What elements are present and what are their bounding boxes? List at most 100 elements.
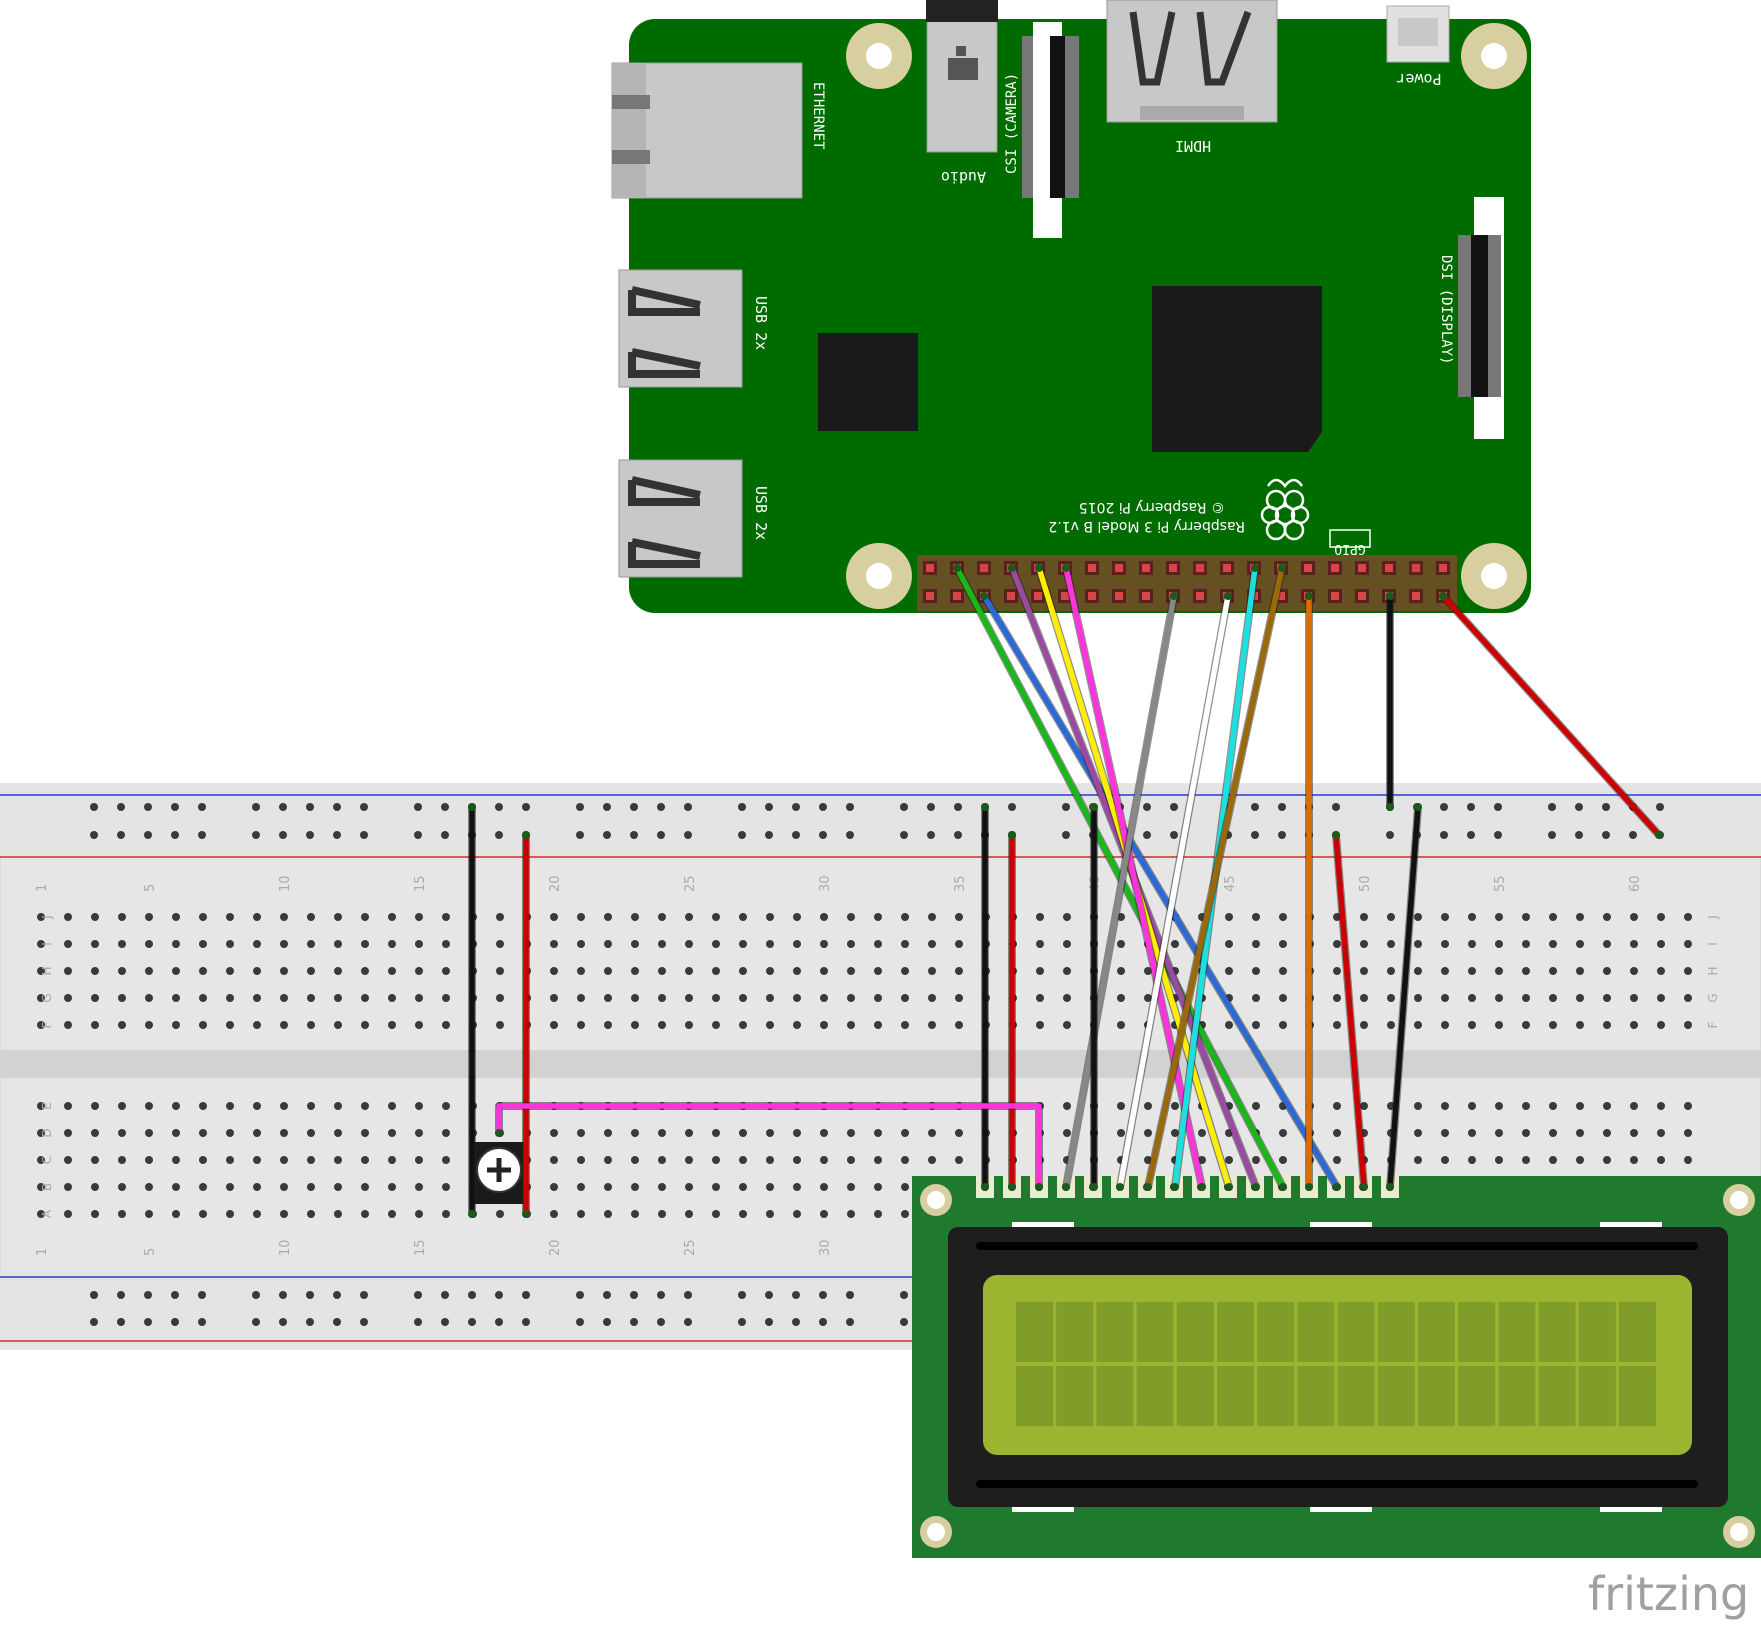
breadboard-hole [658,967,666,975]
breadboard-hole [1360,1102,1368,1110]
rail-hole [468,1291,476,1299]
breadboard-hole [685,913,693,921]
breadboard-hole [1063,1102,1071,1110]
breadboard-hole [199,913,207,921]
breadboard-hole [658,913,666,921]
wire-end [1008,1183,1016,1191]
rail-hole [792,1291,800,1299]
wire-end [1062,1183,1070,1191]
mounting-hole [846,23,912,89]
row-letter: C [40,1156,54,1164]
breadboard-hole [1549,1102,1557,1110]
copyright-label: © Raspberry Pi 2015 [1079,499,1225,515]
wire-red-backlight [1333,832,1367,1190]
breadboard-hole [226,1156,234,1164]
breadboard-hole [172,940,180,948]
breadboard-hole [1063,913,1071,921]
rail-hole [1062,803,1070,811]
breadboard-hole [712,994,720,1002]
rail-hole [819,803,827,811]
rail-hole [333,1291,341,1299]
lcd-cell [1096,1366,1134,1426]
wire-end [468,1210,476,1218]
gpio-label: GPIO [1334,541,1365,556]
breadboard-hole [145,967,153,975]
breadboard-hole [631,1183,639,1191]
lcd-cell [1498,1366,1536,1426]
breadboard-hole [1279,1021,1287,1029]
breadboard-hole [685,967,693,975]
breadboard-hole [145,1156,153,1164]
breadboard-hole [37,967,45,975]
lcd-module [912,1176,1761,1558]
rail-hole [279,831,287,839]
breadboard-hole [712,940,720,948]
column-number: 20 [548,875,563,892]
gpio-pin-core [1088,592,1096,600]
breadboard-hole [334,1102,342,1110]
breadboard-hole [280,1102,288,1110]
wire-end [1198,1183,1206,1191]
breadboard-hole [1360,940,1368,948]
rail-hole [117,1318,125,1326]
breadboard-hole [1252,994,1260,1002]
usb-port-bottom [618,459,743,578]
gpio-pin-core [1007,592,1015,600]
breadboard-hole [307,913,315,921]
breadboard-hole [766,1210,774,1218]
breadboard-hole [793,967,801,975]
wire-end [495,1129,503,1137]
breadboard-hole [388,994,396,1002]
rail-hole [1143,803,1151,811]
breadboard-hole [820,1210,828,1218]
breadboard-hole [712,967,720,975]
breadboard-hole [1684,994,1692,1002]
column-number: 45 [1223,875,1238,892]
breadboard-hole [1576,940,1584,948]
breadboard-hole [442,1210,450,1218]
breadboard-hole [1117,1102,1125,1110]
row-letter: J [1706,915,1720,920]
breadboard-hole [172,994,180,1002]
breadboard-hole [1333,1129,1341,1137]
lcd-mounting-hole [1723,1516,1755,1548]
breadboard-hole [199,940,207,948]
breadboard-hole [847,1210,855,1218]
breadboard-hole [145,940,153,948]
breadboard-hole [928,940,936,948]
breadboard-hole [1468,1102,1476,1110]
breadboard-hole [550,967,558,975]
breadboard-hole [280,913,288,921]
breadboard-hole [577,1129,585,1137]
wire-gray [1063,593,1177,1190]
breadboard-hole [145,1183,153,1191]
breadboard-hole [37,994,45,1002]
wire-end [1333,1183,1341,1191]
breadboard-hole [1225,967,1233,975]
breadboard-hole [604,1210,612,1218]
column-number: 5 [143,1248,158,1256]
breadboard-hole [91,913,99,921]
wire-end [980,592,988,600]
breadboard-hole [604,913,612,921]
breadboard-hole [1522,994,1530,1002]
breadboard-hole [820,913,828,921]
breadboard-hole [415,967,423,975]
rail-hole [144,831,152,839]
breadboard-hole [1549,967,1557,975]
breadboard-hole [1630,1129,1638,1137]
breadboard-hole [1684,1102,1692,1110]
breadboard-hole [658,940,666,948]
breadboard-hole [1603,1102,1611,1110]
breadboard-hole [1414,994,1422,1002]
wire-end [1090,803,1098,811]
breadboard-hole [1684,913,1692,921]
breadboard-hole [1144,994,1152,1002]
breadboard-hole [226,1129,234,1137]
breadboard-hole [1441,1102,1449,1110]
breadboard-hole [550,1183,558,1191]
breadboard-hole [739,1183,747,1191]
breadboard-hole [1468,1129,1476,1137]
breadboard-hole [955,1156,963,1164]
rail-hole [117,831,125,839]
